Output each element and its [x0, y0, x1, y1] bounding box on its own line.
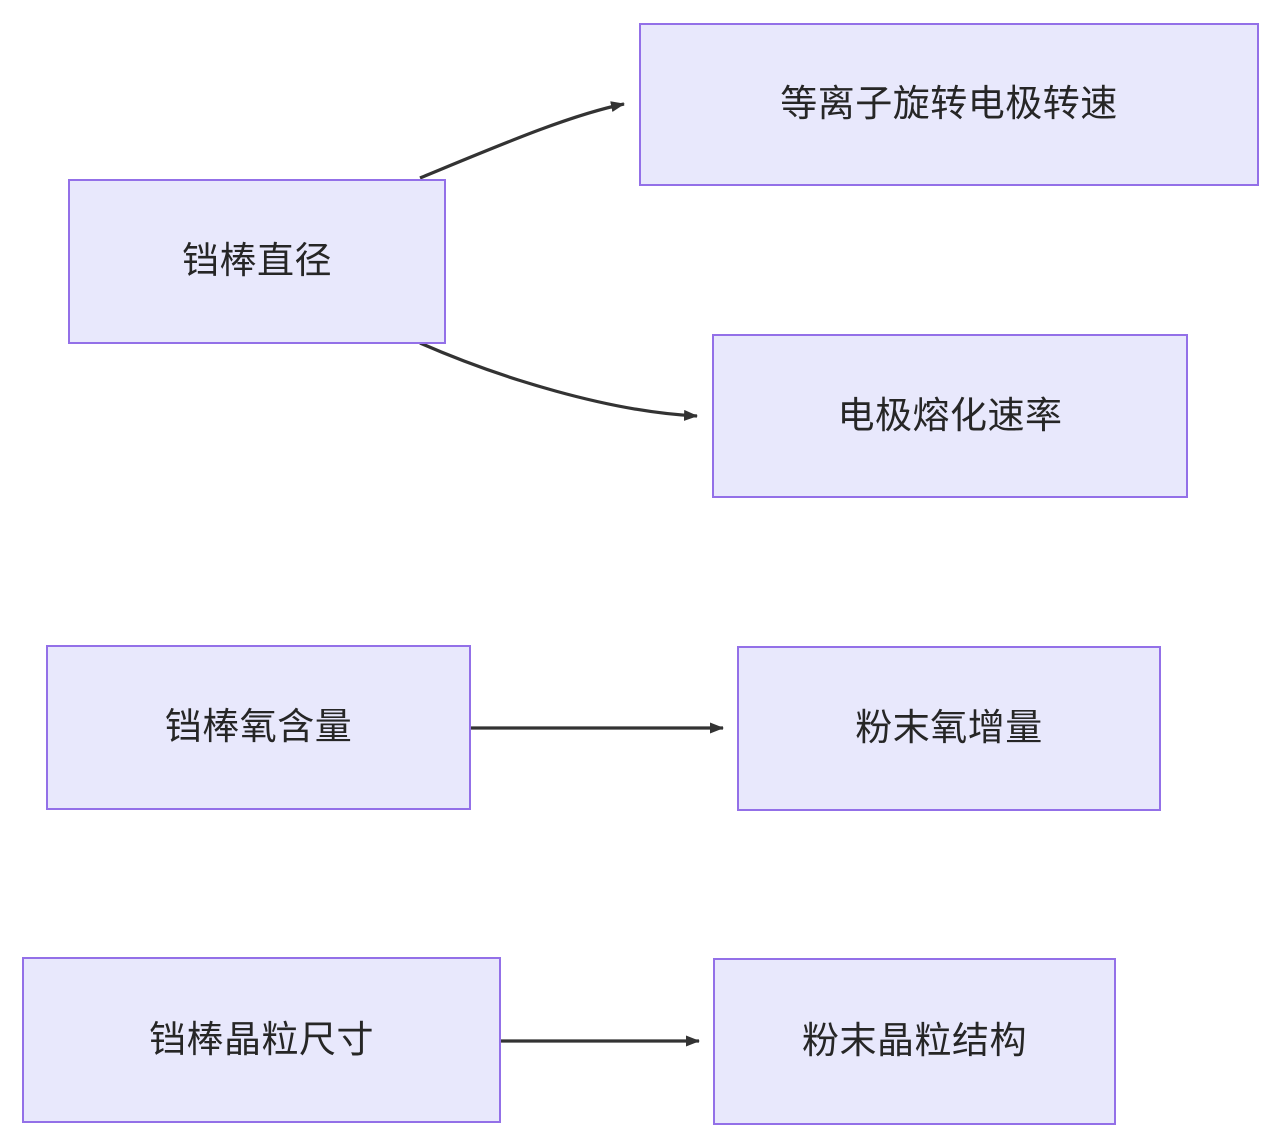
node-powder-grain-struct[interactable]: 粉末晶粒结构	[713, 958, 1116, 1125]
edge-diameter-to-speed	[419, 101, 625, 180]
node-label: 粉末晶粒结构	[802, 1019, 1027, 1063]
node-label: 电极熔化速率	[837, 393, 1063, 437]
edge-diameter-to-meltrate	[419, 341, 698, 421]
node-ti-rod-oxygen[interactable]: 铛棒氧含量	[46, 645, 471, 810]
node-label: 铛棒氧含量	[164, 705, 353, 749]
node-label: 粉末氧增量	[855, 706, 1043, 750]
node-label: 等离子旋转电极转速	[780, 82, 1118, 126]
node-ti-rod-diameter[interactable]: 铛棒直径	[68, 179, 446, 344]
node-ti-rod-grain-size[interactable]: 铛棒晶粒尺寸	[22, 957, 501, 1123]
node-powder-oxygen-gain[interactable]: 粉末氧增量	[737, 646, 1161, 811]
node-label: 铛棒晶粒尺寸	[149, 1017, 374, 1061]
node-electrode-melt-rate[interactable]: 电极熔化速率	[712, 334, 1188, 498]
node-plasma-electrode-speed[interactable]: 等离子旋转电极转速	[639, 23, 1259, 186]
node-label: 铛棒直径	[182, 239, 332, 283]
